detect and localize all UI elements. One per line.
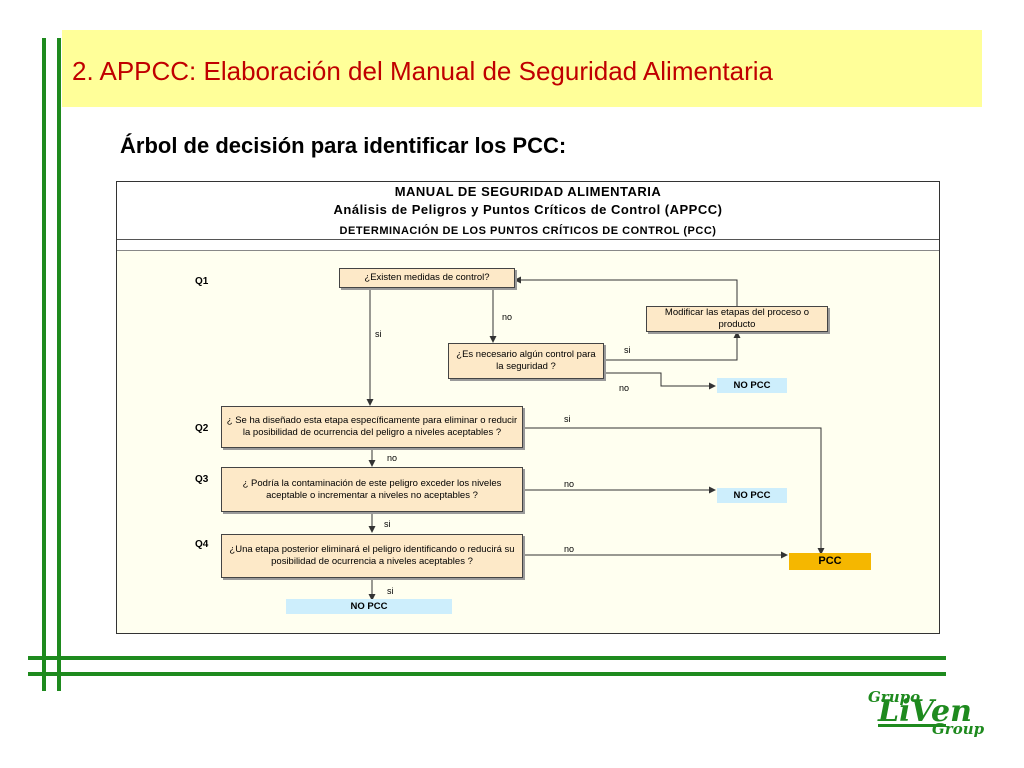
- diagram-header-line3: DETERMINACIÓN DE LOS PUNTOS CRÍTICOS DE …: [339, 225, 717, 237]
- control-needed-box: ¿Es necesario algún control para la segu…: [448, 343, 604, 379]
- edge-label-q3-si: si: [384, 519, 391, 529]
- edge-label-q1-si: si: [375, 329, 382, 339]
- logo-underline: [878, 724, 946, 727]
- no-pcc-outcome-3: NO PCC: [286, 599, 452, 614]
- arrow-control-no: [604, 372, 716, 390]
- modify-process-box: Modificar las etapas del proceso o produ…: [646, 306, 828, 332]
- q4-later-step-box: ¿Una etapa posterior eliminará el peligr…: [221, 534, 523, 578]
- frame-bar-horizontal-2: [28, 672, 946, 676]
- slide-subtitle: Árbol de decisión para identificar los P…: [120, 133, 567, 158]
- arrow-control-si: [604, 331, 741, 361]
- diagram-header-line2: Análisis de Peligros y Puntos Críticos d…: [333, 202, 723, 217]
- frame-bar-horizontal-1: [28, 656, 946, 660]
- edge-label-q2-si: si: [564, 414, 571, 424]
- question-label-q4: Q4: [195, 539, 209, 550]
- question-label-q3: Q3: [195, 474, 209, 485]
- frame-bar-vertical-1: [42, 38, 46, 691]
- liven-group-logo: Grupo LiVen Group: [860, 688, 1000, 748]
- no-pcc-outcome-2: NO PCC: [717, 488, 787, 503]
- decision-tree-diagram: MANUAL DE SEGURIDAD ALIMENTARIA Análisis…: [116, 181, 940, 634]
- logo-text-grupo: Grupo: [868, 688, 921, 706]
- arrow-q2-si: [522, 427, 825, 555]
- edge-label-q3-no: no: [564, 479, 575, 489]
- question-label-q1: Q1: [195, 276, 209, 287]
- pcc-outcome: PCC: [789, 553, 871, 570]
- title-band: [62, 30, 982, 107]
- edge-label-q2-no: no: [387, 453, 398, 463]
- edge-label-q4-no: no: [564, 544, 575, 554]
- flow-arrows: [366, 276, 825, 601]
- q3-contamination-box: ¿ Podría la contaminación de este peligr…: [221, 467, 523, 512]
- no-pcc-outcome-1: NO PCC: [717, 378, 787, 393]
- q2-step-designed-box: ¿ Se ha diseñado esta etapa específicame…: [221, 406, 523, 448]
- edge-label-q4-si: si: [387, 586, 394, 596]
- logo-text-brand: LiVen: [878, 694, 972, 729]
- logo-text-group: Group: [932, 720, 985, 738]
- edge-label-q1-no: no: [502, 312, 513, 322]
- diagram-header-separator: [117, 240, 939, 251]
- diagram-header-line1: MANUAL DE SEGURIDAD ALIMENTARIA: [394, 184, 662, 199]
- frame-bar-vertical-2: [57, 38, 61, 691]
- question-label-q2: Q2: [195, 423, 209, 434]
- edge-label-control-no: no: [619, 383, 630, 393]
- edge-label-control-si: si: [624, 345, 631, 355]
- diagram-header: MANUAL DE SEGURIDAD ALIMENTARIA Análisis…: [117, 182, 939, 240]
- arrow-modify-back: [514, 276, 738, 307]
- slide-title: 2. APPCC: Elaboración del Manual de Segu…: [72, 56, 773, 86]
- q1-control-measures-box: ¿Existen medidas de control?: [339, 268, 515, 288]
